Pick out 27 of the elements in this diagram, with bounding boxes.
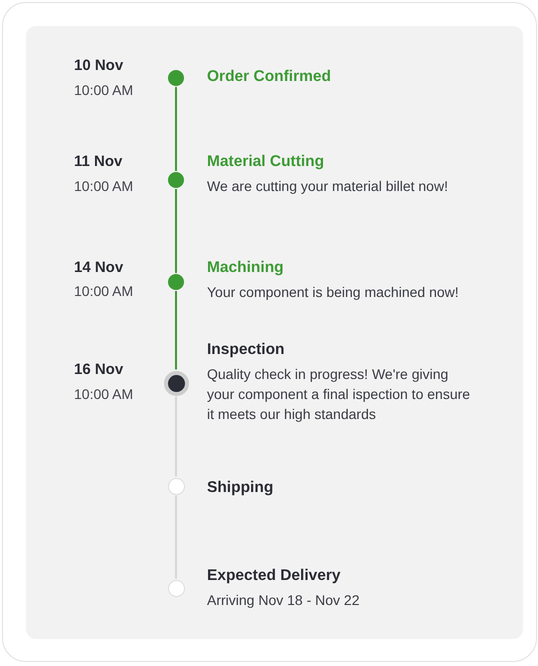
timeline-dot-icon <box>168 70 184 86</box>
step-date: 14 Nov <box>74 259 124 277</box>
timeline-dot-icon <box>164 370 188 396</box>
step-date: 10 Nov <box>74 57 124 75</box>
step-description: Your component is being machined now! <box>207 283 460 302</box>
timeline-dot-icon <box>168 478 184 494</box>
step-description: We are cutting your material billet now! <box>207 177 449 196</box>
step-time: 10:00 AM <box>74 282 134 300</box>
timeline-connector <box>175 291 177 370</box>
step-title: Material Cutting <box>207 153 324 171</box>
step-title: Order Confirmed <box>207 68 332 86</box>
timeline-dot-icon <box>168 274 184 290</box>
timeline-connector <box>175 189 177 273</box>
step-description: Quality check in progress! We're giving your component a final ispection to ensure it meets our high standards <box>207 365 472 424</box>
step-title: Shipping <box>207 479 274 497</box>
step-date: 16 Nov <box>74 361 124 379</box>
step-time: 10:00 AM <box>74 385 134 403</box>
timeline-dot-icon <box>168 580 184 596</box>
step-title: Expected Delivery <box>207 567 341 585</box>
step-time: 10:00 AM <box>74 81 134 99</box>
step-title: Machining <box>207 259 284 277</box>
timeline-dot-icon <box>168 172 184 188</box>
step-date: 11 Nov <box>74 153 122 171</box>
timeline-connector <box>175 87 177 171</box>
step-time: 10:00 AM <box>74 177 134 195</box>
step-description: Arriving Nov 18 - Nov 22 <box>207 591 361 610</box>
step-title: Inspection <box>207 341 285 359</box>
